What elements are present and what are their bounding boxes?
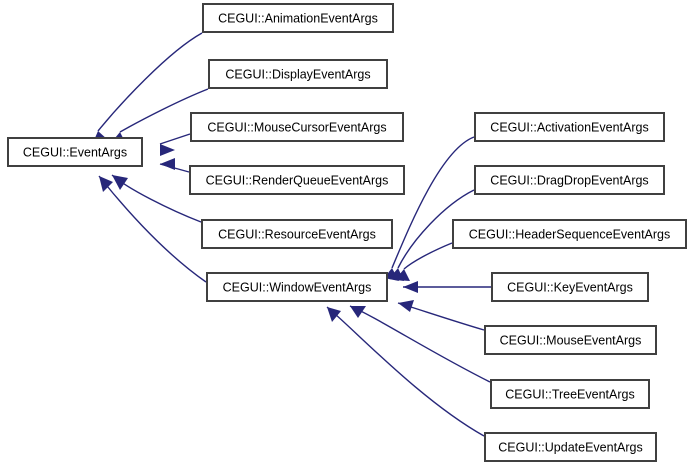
class-node-headerseqeventargs[interactable]: CEGUI::HeaderSequenceEventArgs [452,219,687,249]
inheritance-arrowhead-icon [327,307,341,322]
edge-animationeventargs-to-eventargs [92,32,203,145]
edge-line [119,88,209,133]
inheritance-arrowhead-icon [395,269,410,281]
class-node-box[interactable] [491,272,649,302]
class-node-label: CEGUI::DisplayEventArgs [225,67,370,81]
class-node-box[interactable] [484,325,657,355]
class-node-renderqueueeventargs[interactable]: CEGUI::RenderQueueEventArgs [189,165,405,195]
class-node-box[interactable] [202,3,394,33]
class-node-label: CEGUI::MouseEventArgs [500,333,642,347]
edge-line [349,305,491,383]
class-node-resourceeventargs[interactable]: CEGUI::ResourceEventArgs [201,219,393,249]
class-node-label: CEGUI::UpdateEventArgs [498,440,643,454]
edge-line [326,306,485,437]
nodes-layer: CEGUI::EventArgs CEGUI::AnimationEventArg… [7,3,687,462]
class-node-keyeventargs[interactable]: CEGUI::KeyEventArgs [491,272,649,302]
class-node-label: CEGUI::HeaderSequenceEventArgs [469,227,671,241]
inheritance-arrowhead-icon [160,144,175,156]
edge-resourceeventargs-to-eventargs [111,174,202,223]
class-node-box[interactable] [190,112,404,142]
class-node-displayeventargs[interactable]: CEGUI::DisplayEventArgs [208,59,388,89]
edge-updateeventargs-to-windoweventargs [326,306,485,437]
class-node-box[interactable] [474,112,665,142]
class-node-box[interactable] [7,137,143,167]
class-node-label: CEGUI::KeyEventArgs [507,280,633,294]
class-node-mouseeventargs[interactable]: CEGUI::MouseEventArgs [484,325,657,355]
class-node-box[interactable] [189,165,405,195]
edge-line [97,32,203,132]
class-node-box[interactable] [474,165,665,195]
edge-line [397,189,475,269]
class-node-label: CEGUI::TreeEventArgs [505,387,634,401]
class-node-box[interactable] [201,219,393,249]
edge-headerseqeventargs-to-windoweventargs [395,242,453,281]
class-node-box[interactable] [208,59,388,89]
class-node-box[interactable] [484,432,657,462]
edge-mousecursoreventargs-to-eventargs [159,133,191,156]
class-node-box[interactable] [490,379,650,409]
edges-layer [92,32,491,437]
class-node-box[interactable] [452,219,687,249]
class-node-eventargs[interactable]: CEGUI::EventArgs [7,137,143,167]
class-node-windoweventargs[interactable]: CEGUI::WindowEventArgs [206,272,388,302]
class-node-animationeventargs[interactable]: CEGUI::AnimationEventArgs [202,3,394,33]
inheritance-arrowhead-icon [398,300,414,312]
class-node-box[interactable] [206,272,388,302]
edge-renderqueueeventargs-to-eventargs [159,158,190,173]
edge-keyeventargs-to-windoweventargs [403,281,491,293]
edge-treeeventargs-to-windoweventargs [349,305,491,383]
edge-mouseeventargs-to-windoweventargs [397,300,485,331]
class-node-label: CEGUI::EventArgs [23,145,127,159]
class-node-treeeventargs[interactable]: CEGUI::TreeEventArgs [490,379,650,409]
edge-line [159,133,191,145]
inheritance-arrowhead-icon [160,158,175,170]
inheritance-arrowhead-icon [112,175,128,190]
class-node-label: CEGUI::RenderQueueEventArgs [206,173,389,187]
class-node-activationeventargs[interactable]: CEGUI::ActivationEventArgs [474,112,665,142]
edge-line [403,242,453,270]
class-node-label: CEGUI::ResourceEventArgs [218,227,376,241]
inheritance-arrowhead-icon [403,281,418,293]
class-node-updateeventargs[interactable]: CEGUI::UpdateEventArgs [484,432,657,462]
class-node-label: CEGUI::MouseCursorEventArgs [207,120,386,134]
class-node-label: CEGUI::ActivationEventArgs [490,120,648,134]
class-node-dragdropeventargs[interactable]: CEGUI::DragDropEventArgs [474,165,665,195]
edge-activationeventargs-to-windoweventargs [384,136,475,281]
class-node-label: CEGUI::WindowEventArgs [223,280,372,294]
class-node-mousecursoreventargs[interactable]: CEGUI::MouseCursorEventArgs [190,112,404,142]
class-node-label: CEGUI::DragDropEventArgs [490,173,648,187]
edge-line [391,136,475,269]
inheritance-arrowhead-icon [350,306,366,318]
class-node-label: CEGUI::AnimationEventArgs [218,11,378,25]
edge-line [111,174,202,223]
edge-windoweventargs-to-eventargs [98,175,207,283]
inheritance-arrowhead-icon [99,176,113,192]
